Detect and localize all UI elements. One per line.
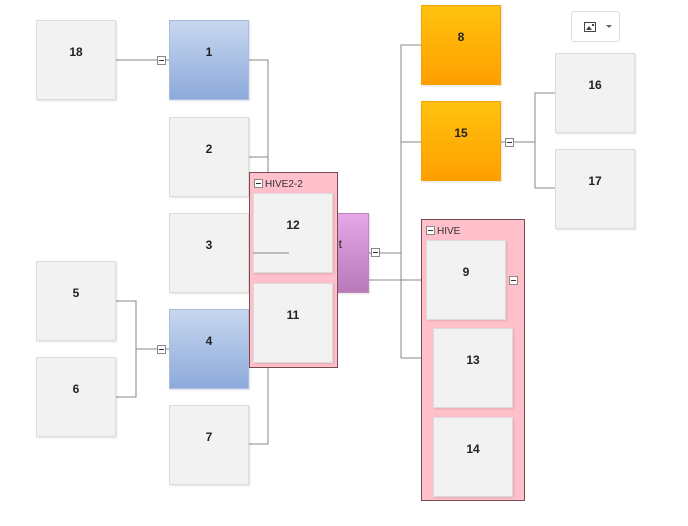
collapse-toggle-group[interactable] [426,226,435,235]
group-label: HIVE2-2 [265,179,303,190]
group-header: HIVE [426,225,460,237]
edge-15-16-17 [501,92,555,189]
node-label: 6 [72,382,80,396]
node-label: 14 [466,442,480,456]
chevron-down-icon [606,25,612,28]
node-label: 1 [205,45,213,59]
node-label: 12 [286,218,300,232]
node-label: 5 [72,286,80,300]
node-label: 4 [205,334,213,348]
node-16[interactable]: 16 [555,53,635,133]
node-7[interactable]: 7 [169,405,249,485]
node-9[interactable]: 9 [426,240,506,320]
node-label: 8 [457,30,465,44]
group-label: HIVE [437,226,461,237]
node-12[interactable]: 12 [253,193,333,273]
collapse-toggle-node-9[interactable] [509,276,518,285]
collapse-toggle-node-1[interactable] [157,56,166,65]
node-label: 13 [466,353,480,367]
node-1[interactable]: 1 [169,20,249,100]
export-image-button[interactable] [571,11,620,42]
node-label: 3 [205,238,213,252]
collapse-toggle-center[interactable] [371,248,380,257]
node-15[interactable]: 15 [421,101,501,181]
node-label: 17 [588,174,602,188]
node-label: 18 [69,45,83,59]
node-label: 7 [205,430,213,444]
node-13[interactable]: 13 [433,328,513,408]
collapse-toggle-group[interactable] [254,179,263,188]
node-label: 15 [454,126,468,140]
node-5[interactable]: 5 [36,261,116,341]
node-14[interactable]: 14 [433,417,513,497]
node-label: 11 [286,308,300,322]
node-label: 9 [462,265,470,279]
collapse-toggle-node-4[interactable] [157,345,166,354]
node-6[interactable]: 6 [36,357,116,437]
node-17[interactable]: 17 [555,149,635,229]
node-8[interactable]: 8 [421,5,501,85]
node-label: 16 [588,78,602,92]
collapse-toggle-node-15[interactable] [505,138,514,147]
node-label: 2 [205,142,213,156]
image-export-icon [584,22,596,32]
node-11[interactable]: 11 [253,283,333,363]
node-3[interactable]: 3 [169,213,249,293]
edge-right-bus [369,44,432,359]
node-label: t [338,237,342,251]
node-2[interactable]: 2 [169,117,249,197]
node-18[interactable]: 18 [36,20,116,100]
group-header: HIVE2-2 [254,178,303,190]
node-4[interactable]: 4 [169,309,249,389]
